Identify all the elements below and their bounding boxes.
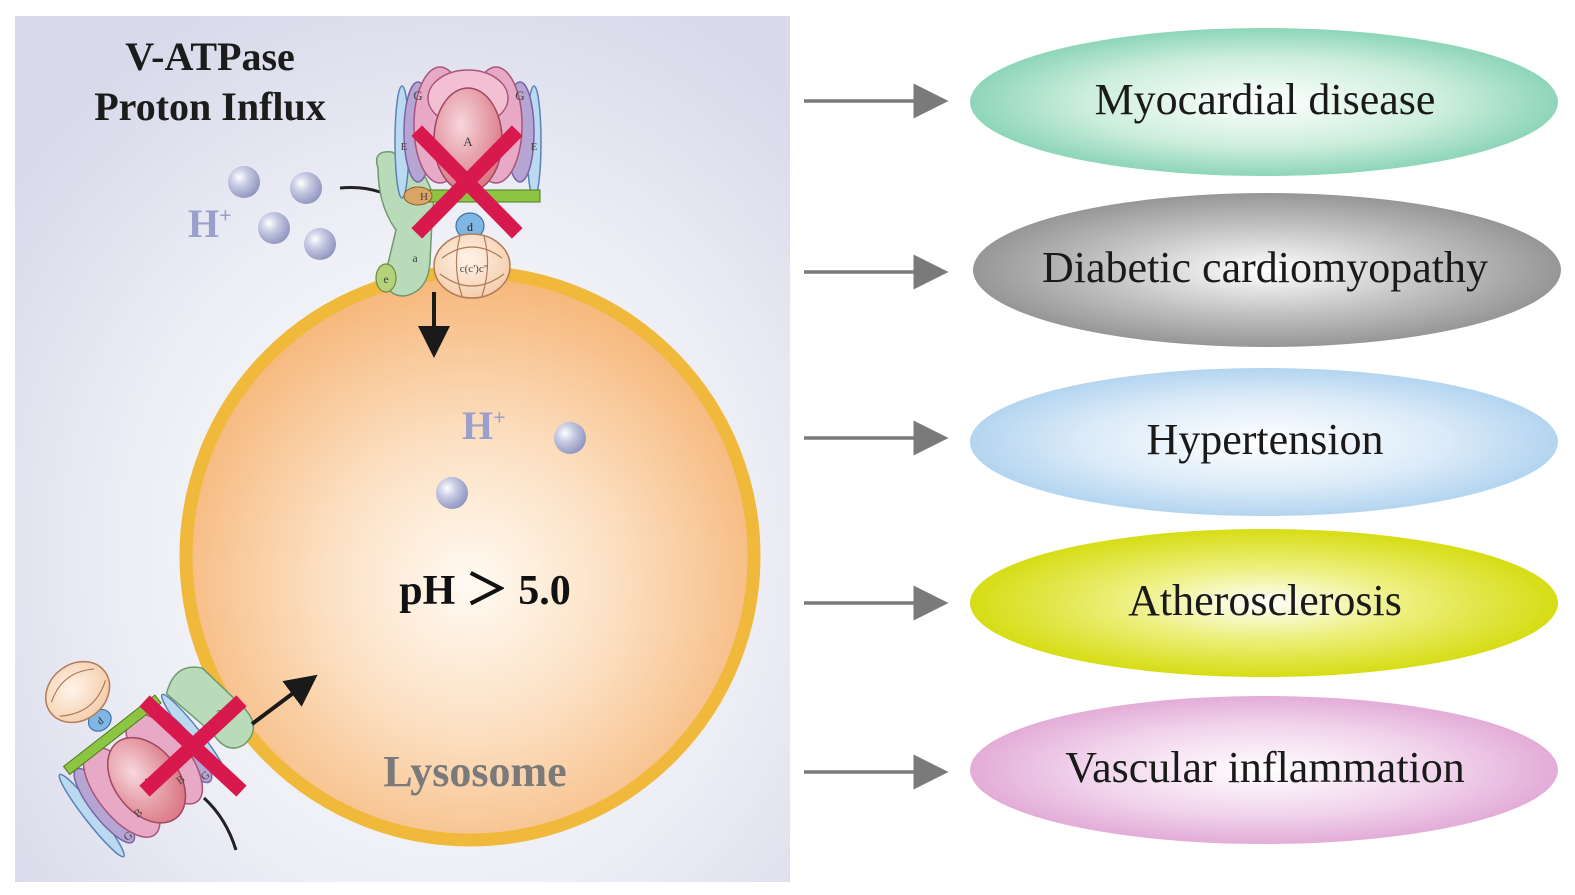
disease-myocardial: Myocardial disease xyxy=(1094,75,1436,124)
disease-ellipse-hypertension xyxy=(970,368,1558,516)
inhibition-x-top xyxy=(411,125,523,239)
svg-text:a: a xyxy=(412,251,418,265)
ph-label: pH ＞ 5.0 xyxy=(399,568,571,614)
svg-text:E: E xyxy=(401,141,408,153)
disease-ellipse-myocardial xyxy=(970,28,1558,176)
h-plus-inside: H+ xyxy=(462,403,506,448)
svg-text:A: A xyxy=(463,134,473,149)
disease-vascular-inflammation: Vascular inflammation xyxy=(1065,743,1465,792)
connector-arrows xyxy=(804,83,949,790)
disease-ellipse-vascular xyxy=(970,696,1558,844)
inhibition-x-bottom xyxy=(139,695,247,797)
v-atpase-title: V-ATPase Proton Influx xyxy=(40,32,380,132)
title-line-1: V-ATPase xyxy=(125,34,295,79)
lysosome-label: Lysosome xyxy=(383,747,567,796)
disease-diabetic-cardiomyopathy: Diabetic cardiomyopathy xyxy=(1042,243,1488,292)
title-line-2: Proton Influx xyxy=(94,84,326,129)
subunit-e-top xyxy=(375,263,397,293)
disease-ellipse-diabetic xyxy=(973,193,1561,347)
protons-inside xyxy=(436,422,586,509)
svg-text:E: E xyxy=(531,141,538,153)
disease-atherosclerosis: Atherosclerosis xyxy=(1128,576,1402,625)
svg-text:e: e xyxy=(383,272,388,286)
bottom-influx-arrow xyxy=(250,674,318,726)
h-plus-outside: H+ xyxy=(188,201,232,246)
svg-text:H: H xyxy=(420,191,428,203)
disease-ellipse-atherosclerosis xyxy=(970,529,1558,677)
disease-hypertension: Hypertension xyxy=(1146,415,1384,464)
svg-text:d: d xyxy=(95,716,106,728)
svg-text:G: G xyxy=(413,88,422,103)
protons-outside xyxy=(228,166,336,260)
svg-text:d: d xyxy=(467,220,473,234)
svg-text:G: G xyxy=(515,88,524,103)
v-atpase-bottom: A B B G G d a xyxy=(45,660,255,858)
svg-text:c(c')c": c(c')c" xyxy=(460,263,488,275)
